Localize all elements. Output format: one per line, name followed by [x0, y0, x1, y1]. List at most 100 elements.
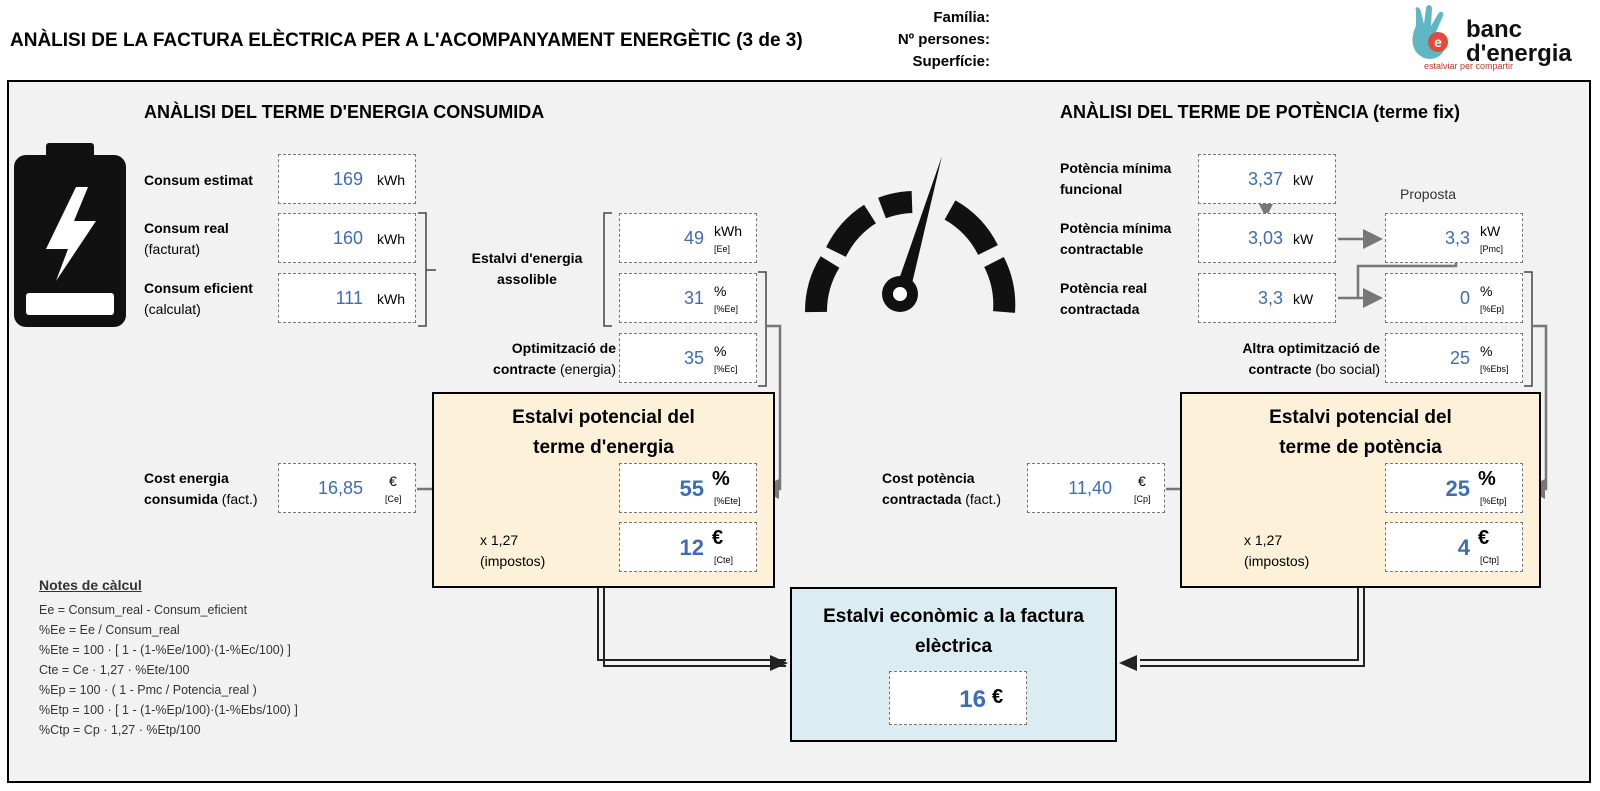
pebs-tag: [%Ebs] [1480, 364, 1509, 374]
pee-field[interactable]: 31 % [%Ee] [619, 273, 757, 323]
consum-estimat-field[interactable]: 169 kWh [278, 154, 416, 204]
cte-value: 12 [679, 535, 704, 560]
pep-value: 0 [1459, 288, 1470, 308]
ce-value: 16,85 [317, 478, 363, 498]
ee-tag: [Ee] [714, 244, 731, 254]
pep-unit: % [1480, 283, 1493, 299]
note-line: %Ep = 100 · ( 1 - Pmc / Potencia_real ) [39, 683, 257, 697]
logo-line2: d'energia [1466, 40, 1572, 67]
ctp-value: 4 [1457, 535, 1470, 560]
pmc-tag: [Pmc] [1480, 244, 1504, 254]
note-line: Cte = Ce · 1,27 · %Ete/100 [39, 663, 190, 677]
total-field[interactable]: 16 € [889, 671, 1027, 725]
ctp-unit: € [1478, 527, 1490, 549]
pete-field[interactable]: 55 % [%Ete] [619, 463, 757, 513]
ee-unit: kWh [714, 223, 742, 239]
consum-real-value: 160 [332, 228, 363, 248]
note-line: %Ee = Ee / Consum_real [39, 623, 180, 637]
pep-field[interactable]: 0 % [%Ep] [1385, 273, 1523, 323]
pec-tag: [%Ec] [714, 364, 738, 374]
note-line: %Ete = 100 · [ 1 - (1-%Ee/100)·(1-%Ec/10… [39, 643, 291, 657]
pec-field[interactable]: 35 % [%Ec] [619, 333, 757, 383]
proposta-label: Proposta [1400, 186, 1457, 202]
petp-tag: [%Etp] [1480, 496, 1507, 506]
consum-eficient-value: 111 [335, 288, 363, 308]
familia-label: Família: [933, 9, 990, 26]
petp-unit: % [1478, 468, 1496, 490]
petp-value: 25 [1445, 476, 1470, 501]
logo-letter: e [1434, 34, 1442, 50]
note-line: Ee = Consum_real - Consum_eficient [39, 603, 248, 617]
pmin-contr-unit: kW [1293, 231, 1314, 247]
power-tax-label: x 1,27(impostos) [1244, 532, 1310, 569]
speedometer-icon [800, 152, 1020, 322]
power-section-title: ANÀLISI DEL TERME DE POTÈNCIA (terme fix… [1060, 102, 1461, 122]
cte-field[interactable]: 12 € [Cte] [619, 522, 757, 572]
pmin-func-value: 3,37 [1247, 169, 1283, 189]
pete-tag: [%Ete] [714, 496, 741, 506]
cp-unit: € [1138, 473, 1146, 489]
cte-unit: € [712, 527, 724, 549]
pmin-contr-field[interactable]: 3,03 kW [1198, 213, 1336, 263]
logo-line1: banc [1466, 16, 1523, 43]
pee-tag: [%Ee] [714, 304, 739, 314]
ee-value: 49 [683, 228, 704, 248]
energy-section-title: ANÀLISI DEL TERME D'ENERGIA CONSUMIDA [144, 102, 545, 122]
persones-label: Nº persones: [897, 31, 990, 48]
ctp-field[interactable]: 4 € [Ctp] [1385, 522, 1523, 572]
logo-hand-icon: e [1408, 4, 1468, 66]
total-unit: € [992, 686, 1004, 708]
ctp-tag: [Ctp] [1480, 555, 1500, 565]
pep-tag: [%Ep] [1480, 304, 1505, 314]
pmin-func-field[interactable]: 3,37 kW [1198, 154, 1336, 204]
note-line: %Etp = 100 · [ 1 - (1-%Ep/100)·(1-%Ebs/1… [39, 703, 298, 717]
ce-field[interactable]: 16,85 € [Ce] [278, 463, 416, 513]
preal-unit: kW [1293, 291, 1314, 307]
pebs-value: 25 [1449, 348, 1470, 368]
cp-tag: [Cp] [1134, 494, 1151, 504]
battery-icon [12, 143, 128, 329]
consum-estimat-label: Consum estimat [144, 172, 253, 188]
ee-field[interactable]: 49 kWh [Ee] [619, 213, 757, 263]
page-title: ANÀLISI DE LA FACTURA ELÈCTRICA PER A L'… [10, 30, 803, 51]
pebs-field[interactable]: 25 % [%Ebs] [1385, 333, 1523, 383]
ce-tag: [Ce] [385, 494, 402, 504]
pete-value: 55 [679, 476, 704, 501]
energy-tax-label: x 1,27(impostos) [480, 532, 546, 569]
cp-field[interactable]: 11,40 € [Cp] [1027, 463, 1165, 513]
note-line: %Ctp = Cp · 1,27 · %Etp/100 [39, 723, 201, 737]
pete-unit: % [712, 468, 730, 490]
consum-real-unit: kWh [377, 231, 405, 247]
notes-heading: Notes de càlcul [39, 577, 142, 593]
pebs-unit: % [1480, 343, 1493, 359]
total-savings-panel [790, 587, 1117, 742]
consum-estimat-value: 169 [332, 169, 363, 189]
preal-field[interactable]: 3,3 kW [1198, 273, 1336, 323]
ce-unit: € [389, 473, 397, 489]
consum-eficient-field[interactable]: 111 kWh [278, 273, 416, 323]
pee-value: 31 [683, 288, 704, 308]
pmc-unit: kW [1480, 223, 1501, 239]
superficie-label: Superfície: [912, 53, 990, 70]
consum-real-field[interactable]: 160 kWh [278, 213, 416, 263]
consum-real-label: Consum real(facturat) [144, 220, 229, 257]
pec-value: 35 [683, 348, 704, 368]
consum-eficient-label: Consum eficient(calculat) [144, 280, 253, 317]
pmc-value: 3,3 [1444, 228, 1470, 248]
pmc-field[interactable]: 3,3 kW [Pmc] [1385, 213, 1523, 263]
petp-field[interactable]: 25 % [%Etp] [1385, 463, 1523, 513]
pmin-contr-value: 3,03 [1247, 228, 1283, 248]
pec-unit: % [714, 343, 727, 359]
logo-tagline: estalviar per compartir [1424, 61, 1514, 71]
preal-value: 3,3 [1257, 288, 1283, 308]
cp-value: 11,40 [1068, 478, 1112, 498]
cte-tag: [Cte] [714, 555, 734, 565]
